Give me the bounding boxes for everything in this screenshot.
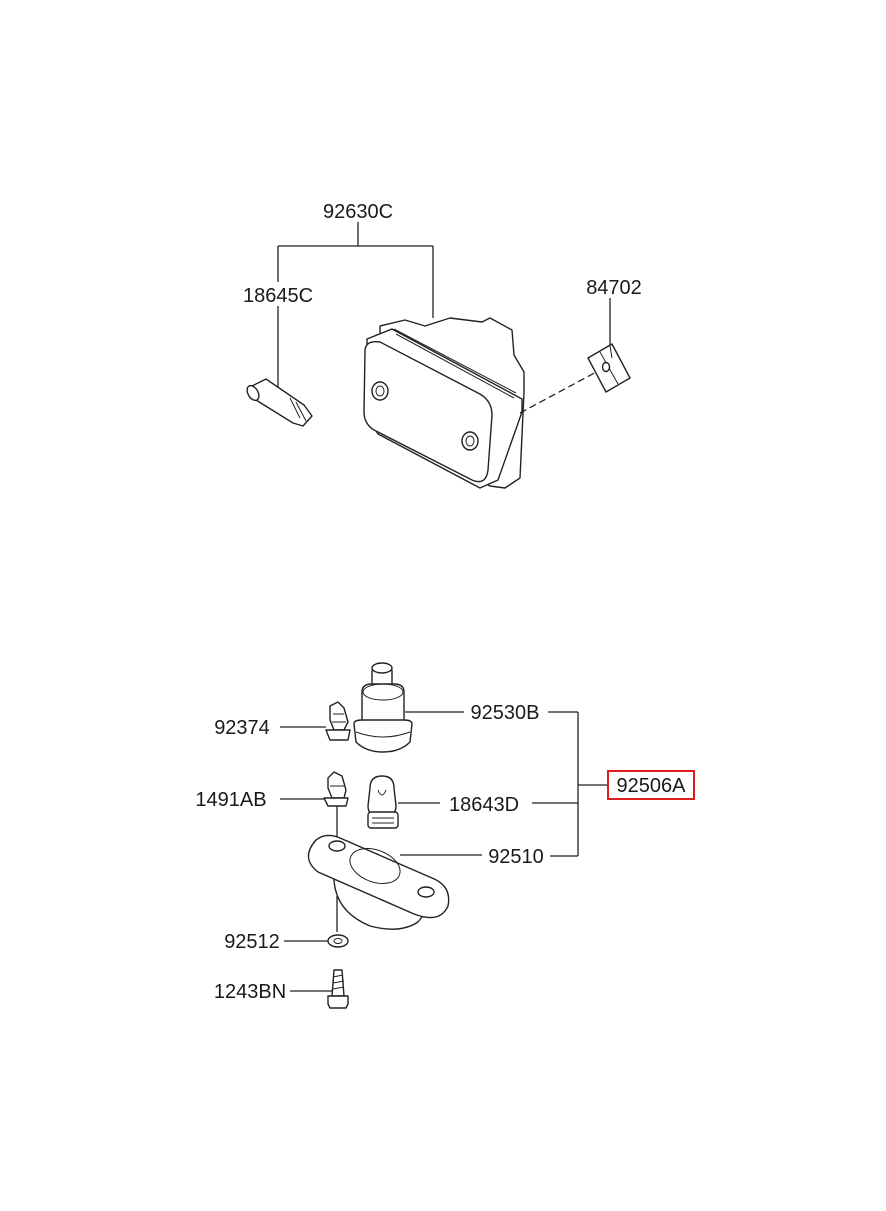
push-clip-92374[interactable] [325, 701, 351, 741]
label-1243BN[interactable]: 1243BN [214, 981, 286, 1003]
label-92512[interactable]: 92512 [224, 931, 280, 953]
lamp-base-92510[interactable] [307, 834, 450, 930]
label-1491AB[interactable]: 1491AB [195, 789, 266, 811]
leader-92506A [532, 711, 608, 857]
clip-1491AB[interactable] [323, 771, 349, 807]
label-92510[interactable]: 92510 [488, 846, 544, 868]
leader-92630C [277, 222, 434, 318]
label-18645C[interactable]: 18645C [243, 285, 313, 307]
clip-nut-84702[interactable] [587, 343, 631, 393]
label-84702[interactable]: 84702 [586, 277, 642, 299]
festoon-bulb-18645C[interactable] [245, 378, 313, 427]
label-92374[interactable]: 92374 [214, 717, 270, 739]
bulb-18643D[interactable] [367, 775, 399, 829]
label-92630C[interactable]: 92630C [323, 201, 393, 223]
highlight-box-92506A [607, 770, 695, 800]
label-92506A[interactable]: 92506A [617, 775, 687, 797]
dashed-link-84702 [519, 369, 601, 414]
lamp-housing-92630C[interactable] [363, 317, 525, 489]
washer-92512[interactable] [327, 934, 349, 948]
label-18643D[interactable]: 18643D [449, 794, 519, 816]
socket-92530B[interactable] [353, 662, 413, 753]
screw-1243BN[interactable] [327, 969, 349, 1009]
label-92530B[interactable]: 92530B [471, 702, 540, 724]
